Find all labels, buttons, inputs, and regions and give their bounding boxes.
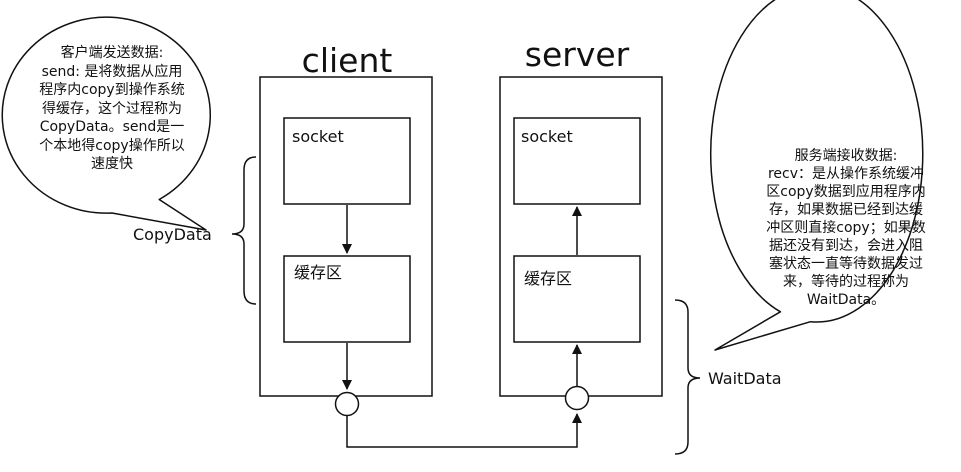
waitdata-brace (674, 299, 701, 455)
client-buffer-label: 缓存区 (294, 263, 342, 282)
server-port-circle (564, 385, 590, 411)
right-callout-line: 来，等待的过程称为 (783, 274, 909, 290)
right-callout-line: 据还没有到达，会进入阻 (769, 238, 923, 254)
right-speech-bubble (710, 0, 924, 351)
client-box (259, 76, 433, 397)
server-title: server (525, 35, 630, 74)
left-callout-line: CopyData。send是一 (39, 119, 185, 135)
server-box (499, 76, 663, 397)
network-link-arrow (346, 413, 582, 448)
left-callout-line: 速度快 (91, 156, 133, 172)
client-socket-label: socket (292, 127, 344, 146)
server-buffer-box (513, 255, 641, 343)
right-callout-line: 服务端接收数据: (794, 148, 898, 164)
client-socket-box (283, 117, 411, 205)
client-port-circle (334, 391, 360, 417)
left-callout-line: 客户端发送数据: (60, 45, 164, 61)
client-buffer-box (283, 255, 411, 343)
left-callout-line: 得缓存，这个过程称为 (42, 100, 182, 117)
left-callout-line: 程序内copy到操作系统 (39, 82, 185, 98)
right-callout-line: 存，如果数据已经到达缓 (769, 202, 923, 218)
right-callout-text: 服务端接收数据: recv：是从操作系统缓冲 区copy数据到应用程序内 存，如… (741, 147, 951, 309)
server-socket-box (513, 117, 641, 205)
right-callout-line: 塞状态一直等待数据发过 (769, 256, 923, 272)
server-socket-label: socket (521, 127, 573, 146)
right-callout-line: 冲区则直接copy；如果数 (766, 220, 926, 236)
server-buffer-label: 缓存区 (524, 269, 572, 288)
copydata-label: CopyData (133, 225, 212, 244)
left-callout-line: send: 是将数据从应用 (41, 63, 183, 80)
client-title: client (302, 41, 393, 80)
right-callout-line: recv：是从操作系统缓冲 (767, 166, 925, 182)
left-callout-text: 客户端发送数据: send: 是将数据从应用 程序内copy到操作系统 得缓存，… (11, 44, 213, 174)
waitdata-label: WaitData (708, 369, 782, 388)
right-callout-line: 区copy数据到应用程序内 (766, 184, 926, 200)
right-callout-line: WaitData。 (806, 292, 886, 308)
left-callout-line: 个本地得copy操作所以 (39, 137, 185, 154)
left-speech-bubble (1, 16, 212, 231)
copydata-brace (231, 156, 257, 305)
